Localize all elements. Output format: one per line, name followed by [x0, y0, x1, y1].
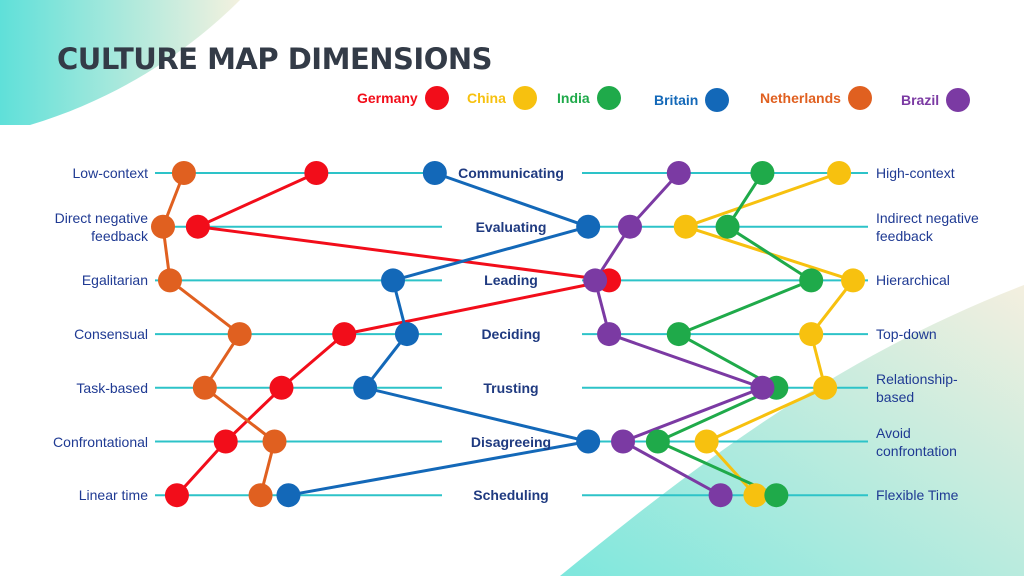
legend-item-germany: Germany: [357, 86, 449, 110]
axis-label-high: Hierarchical: [876, 272, 950, 289]
point-britain: [576, 429, 601, 454]
axis-label-low: Linear time: [78, 487, 148, 504]
point-china: [694, 429, 719, 454]
point-britain: [276, 483, 301, 508]
legend-label: China: [467, 90, 506, 106]
point-brazil: [611, 429, 636, 454]
point-china: [841, 268, 866, 293]
dimension-name: Trusting: [483, 379, 539, 396]
axis-label-low: Consensual: [74, 326, 148, 343]
point-india: [750, 161, 775, 185]
dimension-name: Communicating: [458, 165, 564, 181]
point-india: [715, 214, 740, 239]
point-brazil: [583, 268, 608, 293]
axis-label-high: Top-down: [876, 326, 937, 343]
point-netherlands: [151, 214, 175, 239]
point-britain: [394, 322, 419, 347]
legend-swatch: [705, 88, 730, 112]
legend-item-brazil: Brazil: [901, 88, 971, 112]
legend-item-china: China: [467, 86, 537, 110]
legend-label: Germany: [357, 90, 418, 106]
point-brazil: [617, 214, 642, 239]
point-china: [673, 214, 698, 239]
legend-swatch: [847, 86, 872, 110]
point-germany: [269, 375, 294, 400]
axis-label-high: Relationship-based: [876, 370, 958, 405]
point-india: [645, 429, 670, 454]
point-germany: [185, 214, 210, 239]
point-china: [827, 161, 852, 185]
point-brazil: [666, 161, 691, 185]
point-germany: [213, 429, 238, 454]
axis-label-high: Indirect negative feedback: [876, 209, 979, 244]
legend-item-netherlands: Netherlands: [760, 86, 872, 110]
point-netherlands: [192, 375, 217, 400]
legend-swatch: [596, 86, 621, 110]
axis-label-low: Egalitarian: [81, 272, 148, 289]
legend-label: Britain: [654, 92, 699, 108]
point-china: [813, 375, 838, 400]
dimension-name: Leading: [484, 272, 538, 289]
legend-label: Netherlands: [760, 90, 841, 106]
point-india: [666, 322, 691, 347]
axis-label-low: Task-based: [76, 379, 148, 396]
point-brazil: [597, 322, 622, 347]
point-china: [799, 322, 824, 347]
legend-label: India: [557, 90, 590, 106]
point-netherlands: [248, 483, 273, 508]
legend-swatch: [946, 88, 971, 112]
point-britain: [422, 161, 447, 185]
point-brazil: [750, 375, 775, 400]
dimension-name: Deciding: [481, 326, 541, 343]
point-britain: [381, 268, 406, 293]
legend-swatch: [512, 86, 537, 110]
dimension-name: Scheduling: [473, 487, 549, 504]
legend-item-britain: Britain: [654, 88, 730, 112]
point-germany: [304, 161, 329, 185]
axis-label-low: Confrontational: [53, 433, 148, 450]
point-netherlands: [262, 429, 287, 454]
axis-label-high: Flexible Time: [876, 487, 959, 504]
point-netherlands: [227, 322, 252, 347]
axis-label-low: Low-context: [72, 165, 148, 181]
page-title: CULTURE MAP DIMENSIONS: [57, 42, 493, 76]
dimension-name: Evaluating: [475, 218, 547, 235]
point-india: [764, 483, 789, 508]
axis-label-low: Direct negative feedback: [54, 209, 148, 244]
point-britain: [576, 214, 601, 239]
point-netherlands: [157, 268, 182, 293]
point-netherlands: [171, 161, 196, 185]
dimension-name: Disagreeing: [470, 433, 552, 450]
legend-item-india: India: [557, 86, 621, 110]
legend-label: Brazil: [901, 92, 940, 108]
point-india: [799, 268, 824, 293]
point-germany: [164, 483, 189, 508]
point-germany: [332, 322, 357, 347]
point-brazil: [708, 483, 733, 508]
legend-swatch: [424, 86, 449, 110]
axis-label-high: Avoid confrontation: [876, 424, 957, 459]
axis-label-high: High-context: [876, 165, 955, 181]
point-china: [743, 483, 768, 508]
point-britain: [353, 375, 378, 400]
